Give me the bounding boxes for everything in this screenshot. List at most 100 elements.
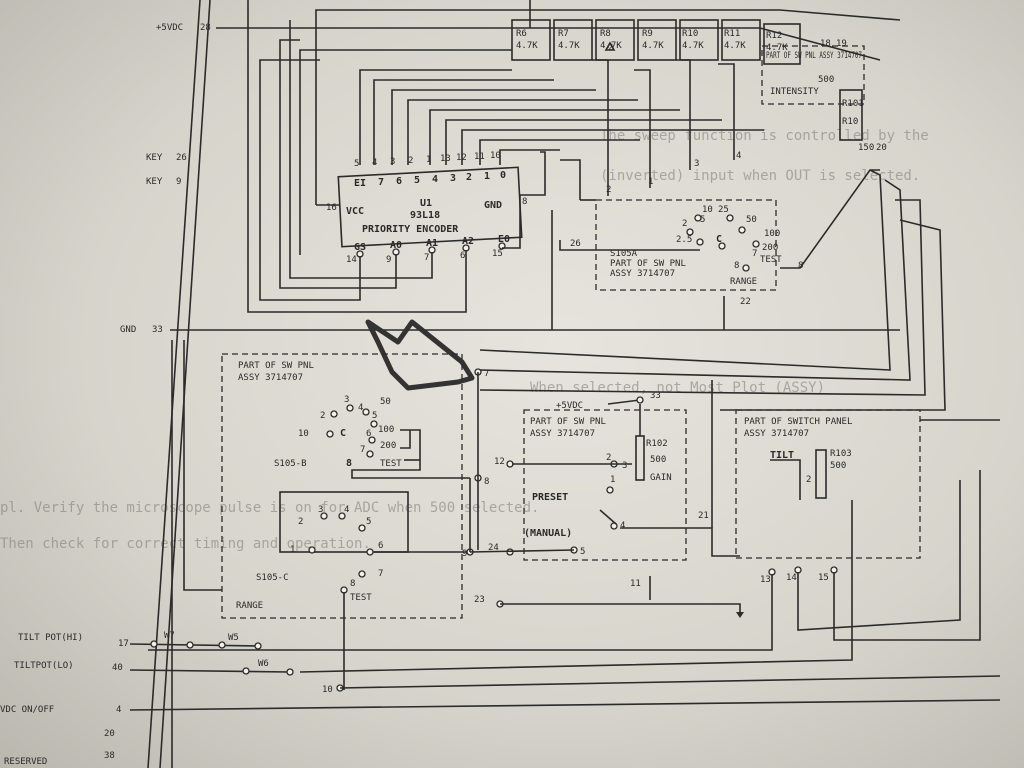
s105b-pos-7: 7 — [360, 445, 365, 455]
right-bus — [479, 169, 946, 411]
intensity-pin-150: 150 — [858, 143, 874, 153]
reserved-label: RESERVED — [4, 757, 47, 767]
s105c-pos-8: 8 — [350, 579, 355, 589]
s105-panel-label: RANGE — [236, 601, 263, 611]
reserved-pin-38: 38 — [104, 751, 115, 761]
r7-ref: R7 — [558, 29, 569, 39]
misc-pin-8: 8 — [798, 261, 803, 271]
s105a-pos-c: C — [716, 234, 722, 245]
switch-s105c: 3 4 2 5 1 6 7 8 TEST S105-C — [256, 491, 470, 690]
u1-in-0: 0 — [500, 170, 506, 181]
r8-ref: R8 — [600, 29, 611, 39]
s105b-pos-8: 8 — [346, 458, 352, 469]
gain-pin-4: 4 — [620, 521, 625, 531]
u1-gnd-pin: 8 — [522, 197, 527, 207]
r6-ref: R6 — [516, 29, 527, 39]
intensity-label: INTENSITY — [770, 87, 819, 97]
gain-preset: PRESET — [532, 492, 568, 503]
intensity-pin-19: 19 — [836, 39, 847, 49]
jumper-wires: W7 W5 W6 — [129, 631, 294, 676]
misc-pin-24: 24 — [488, 543, 499, 553]
u1-pin-7: 7 — [424, 253, 429, 263]
key26-pin: 26 — [176, 153, 187, 163]
misc-pin-9: 9 — [462, 549, 467, 559]
u1-pin-12: 12 — [456, 153, 467, 163]
bleed-through-text: The sweep function is controlled by the … — [0, 128, 929, 552]
tilt-value: 500 — [830, 461, 846, 471]
r9-ref: R9 — [642, 29, 653, 39]
priority-encoder-u1: 5 4 3 2 1 13 12 11 10 EI 7 6 5 4 3 2 1 0… — [326, 151, 527, 265]
tilt-hi-pin: 17 — [118, 639, 129, 649]
gain-pin-3: 3 — [622, 461, 627, 471]
u1-in-4: 4 — [432, 174, 438, 185]
resistor-r6: R6 4.7K — [511, 19, 551, 61]
u1-pin-11: 11 — [474, 152, 485, 162]
r6-value: 4.7K — [516, 41, 538, 51]
s105a-ref: S105A — [610, 249, 638, 259]
vdc-onoff-label: VDC ON/OFF — [0, 705, 54, 715]
note-flag: 2 — [608, 43, 613, 53]
u1-pin-2: 2 — [408, 156, 413, 166]
encoder-output-wires — [247, 0, 553, 330]
gain-panel-title-2: ASSY 3714707 — [530, 429, 595, 439]
s105c-test: TEST — [350, 593, 372, 603]
r10-value: 4.7K — [682, 41, 704, 51]
u1-vcc-pin: 16 — [326, 203, 337, 213]
s105a-line-4: 4 — [736, 151, 741, 161]
gain-panel-title-1: PART OF SW PNL — [530, 417, 606, 427]
switch-s105b: 3 4 50 2 5 10 C 100 200 TEST 6 7 8 S105-… — [274, 395, 470, 479]
gain-pin-11: 11 — [630, 579, 641, 589]
connector-labels: +5VDC 28 KEY 26 KEY 9 GND 33 TILT POT(HI… — [0, 23, 1001, 767]
u1-out-e0: E0 — [498, 234, 510, 245]
tilt-pin-13: 13 — [760, 575, 771, 585]
r11-value: 4.7K — [724, 41, 746, 51]
encoder-input-wires — [299, 0, 780, 255]
resistor-r12: R12 4.7K — [763, 23, 801, 65]
resistor-r10: R10 4.7K — [679, 19, 719, 61]
s105b-pos-3: 3 — [344, 395, 349, 405]
ghost-line-2: (inverted) input when OUT is selected. — [600, 168, 920, 184]
intensity-panel: PART OF SW PNL ASSY 3714707 INTENSITY 50… — [761, 39, 887, 153]
r10-ref: R10 — [682, 29, 698, 39]
gnd-label: GND — [120, 325, 136, 335]
s105c-pos-5: 5 — [366, 517, 371, 527]
s105c-pos-1: 1 — [290, 545, 295, 555]
misc-pin-5: 5 — [580, 547, 585, 557]
gain-supply: +5VDC — [556, 401, 583, 411]
u1-pin-14: 14 — [346, 255, 357, 265]
gain-value: 500 — [650, 455, 666, 465]
s105b-ref: S105-B — [274, 459, 307, 469]
s105c-pos-3: 3 — [318, 505, 323, 515]
s105a-pin-22: 22 — [740, 297, 751, 307]
u1-in-1: 1 — [484, 171, 490, 182]
s105a-pos-100: 100 — [764, 229, 780, 239]
ghost-line-4: pl. Verify the microscope pulse is on fo… — [0, 500, 539, 516]
s105b-pos-10: 10 — [298, 429, 309, 439]
s105a-label: RANGE — [730, 277, 757, 287]
u1-pin-9: 9 — [386, 255, 391, 265]
s105a-pos-50: 50 — [746, 215, 757, 225]
gnd-pin: 33 — [152, 325, 163, 335]
s105a-pos-25: 25 — [718, 205, 729, 215]
tilt-hi-label: TILT POT(HI) — [18, 633, 83, 643]
u1-in-6: 6 — [396, 176, 402, 187]
s105b-pos-test: TEST — [380, 459, 402, 469]
u1-pin-4: 4 — [372, 158, 377, 168]
u1-pin-15: 15 — [492, 249, 503, 259]
s105-panel-title-2: ASSY 3714707 — [238, 373, 303, 383]
s105-panel: PART OF SW PNL ASSY 3714707 RANGE 3 4 50… — [221, 353, 489, 690]
s105b-pos-2: 2 — [320, 411, 325, 421]
u1-out-gs: GS — [354, 242, 366, 253]
u1-pin-3: 3 — [390, 157, 395, 167]
s105b-pos-6: 6 — [366, 429, 371, 439]
s105b-pos-4: 4 — [358, 403, 363, 413]
key26-label: KEY — [146, 153, 163, 163]
u1-in-2: 2 — [466, 172, 472, 183]
s105a-pos-2.5: 2.5 — [676, 235, 692, 245]
u1-name: PRIORITY ENCODER — [362, 224, 459, 235]
reserved-pin-20: 20 — [104, 729, 115, 739]
misc-pin-7: 7 — [484, 369, 489, 379]
right-edge-wires — [759, 9, 1000, 421]
direction-arrow — [365, 319, 475, 391]
s105a-pos-200: 200 — [762, 243, 778, 253]
